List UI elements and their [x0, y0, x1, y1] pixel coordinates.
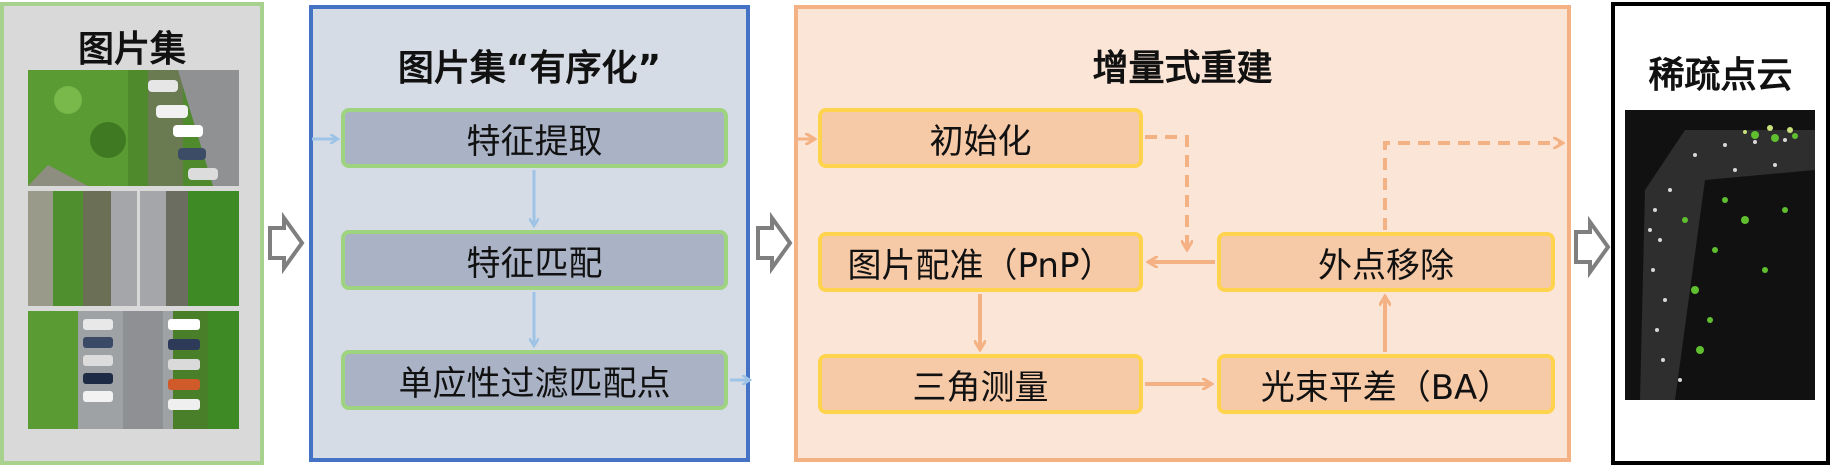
gray-arrow-3	[1574, 215, 1611, 279]
triangulation-node: 三角测量	[818, 354, 1143, 414]
bundle-adjustment-node: 光束平差（BA）	[1217, 354, 1555, 414]
outlier-removal-node: 外点移除	[1217, 232, 1555, 292]
image-set-title: 图片集	[77, 29, 186, 70]
arrow-outlier-to-output	[1383, 143, 1563, 230]
image-registration-node: 图片配准（PnP）	[818, 232, 1143, 292]
reconstruction-title: 增量式重建	[1092, 48, 1273, 89]
ordering-title: 图片集“有序化”	[397, 48, 662, 89]
initialization-node: 初始化	[818, 108, 1143, 168]
gray-arrow-2	[756, 211, 793, 275]
homography-filter-node: 单应性过滤匹配点	[341, 350, 728, 410]
sparse-point-cloud-image	[1625, 110, 1815, 400]
feature-extraction-node: 特征提取	[341, 108, 728, 168]
arrow-init-to-outlier	[1145, 135, 1187, 250]
aerial-photo-2	[28, 191, 239, 306]
gray-arrow-1	[268, 211, 305, 275]
aerial-photo-1	[28, 70, 239, 186]
aerial-photo-3	[28, 311, 239, 429]
feature-matching-node: 特征匹配	[341, 230, 728, 290]
sparse-cloud-title: 稀疏点云	[1648, 55, 1793, 96]
